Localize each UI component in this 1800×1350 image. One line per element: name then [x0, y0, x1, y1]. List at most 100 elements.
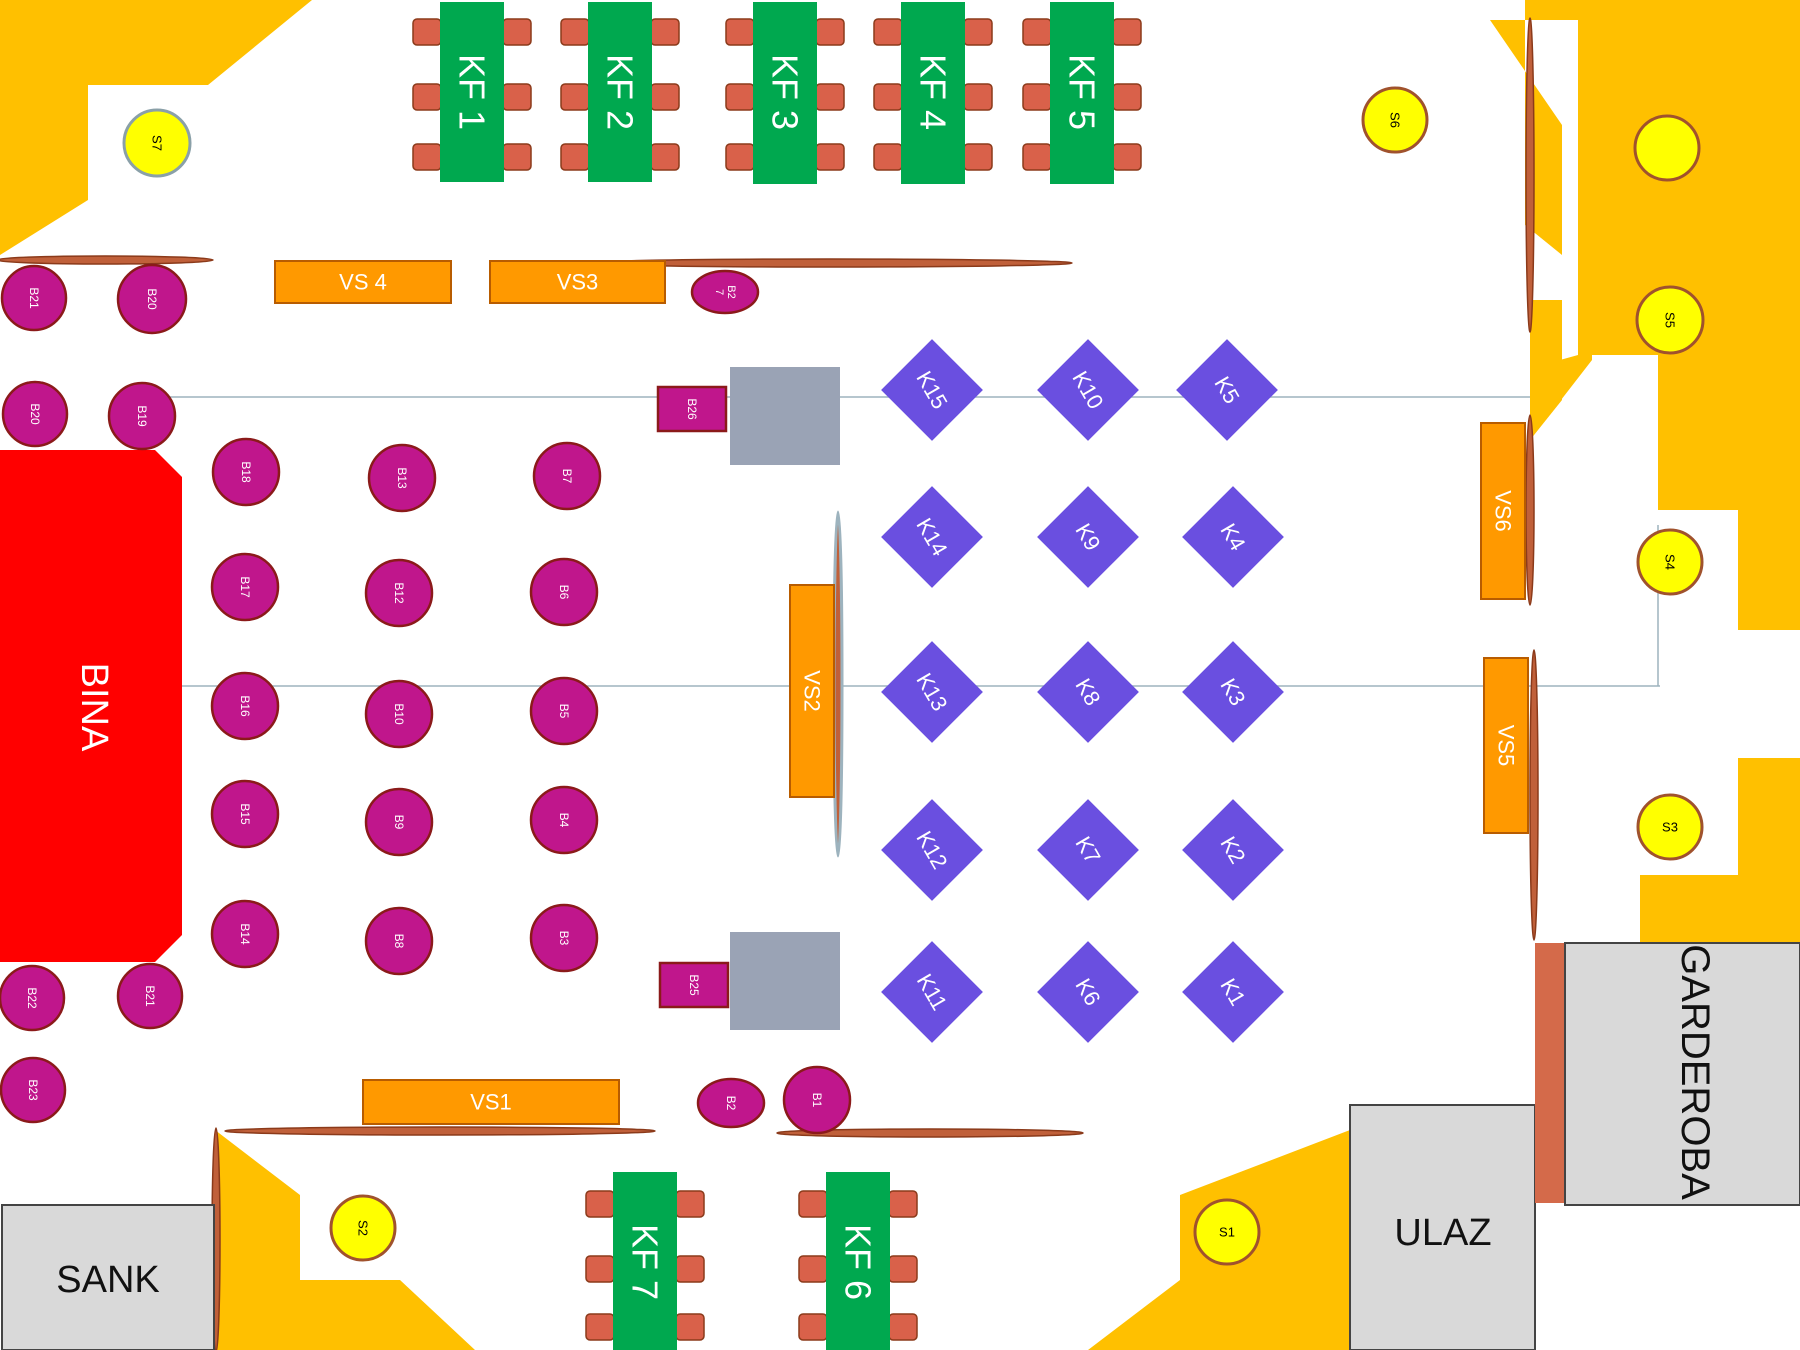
kf-table[interactable]	[753, 2, 817, 184]
bar-table[interactable]	[116, 263, 188, 335]
chair	[1022, 143, 1052, 171]
bar-table[interactable]	[0, 964, 66, 1032]
kf-table[interactable]	[901, 2, 965, 184]
spot[interactable]	[1361, 86, 1429, 154]
bench-group: VS6	[1480, 422, 1526, 600]
bar-table[interactable]	[656, 385, 728, 433]
chair	[560, 83, 590, 111]
high-table[interactable]	[1037, 799, 1139, 901]
high-table[interactable]	[1037, 641, 1139, 743]
bench[interactable]	[489, 260, 666, 304]
rails	[0, 17, 1539, 1350]
bar-table[interactable]	[1, 380, 69, 448]
bar-table-group: B17	[210, 552, 280, 622]
kf-table-group: KF 1	[412, 2, 532, 182]
bench-label: VS5	[1494, 725, 1519, 767]
high-table[interactable]	[1182, 486, 1284, 588]
bar-table-label: B20	[145, 288, 159, 310]
bench-label: VS 4	[339, 270, 387, 295]
bar-table-group: B21	[116, 962, 184, 1030]
bar-table-label: B18	[239, 461, 253, 483]
bench[interactable]	[1480, 422, 1526, 600]
bar-table[interactable]	[696, 1077, 766, 1129]
bar-table-group: B5	[529, 676, 599, 746]
bar-table-group: B15	[210, 779, 280, 849]
bar-table[interactable]	[529, 557, 599, 627]
bar-table-label: B16	[238, 695, 252, 717]
bar-table-label: B6	[557, 585, 571, 600]
high-table[interactable]	[1182, 941, 1284, 1043]
garderoba-room	[1564, 942, 1800, 1206]
kf-table-group: KF 5	[1022, 2, 1142, 184]
bar-table[interactable]	[210, 899, 280, 969]
bar-table[interactable]	[364, 906, 434, 976]
bar-table[interactable]	[364, 558, 434, 628]
bar-table[interactable]	[210, 671, 280, 741]
bar-table-label: B17	[238, 576, 252, 598]
bar-table[interactable]	[658, 961, 730, 1009]
spot[interactable]	[329, 1194, 397, 1262]
kf-table-label: KF 1	[452, 54, 493, 130]
bench[interactable]	[362, 1079, 620, 1125]
bar-table[interactable]	[107, 381, 177, 451]
bar-table[interactable]	[211, 437, 281, 507]
spot[interactable]	[1636, 793, 1704, 861]
chair	[585, 1190, 615, 1218]
bench-label: VS1	[470, 1090, 512, 1115]
chair	[412, 18, 442, 46]
bar-table[interactable]	[367, 443, 437, 513]
chair	[412, 143, 442, 171]
high-table[interactable]	[1037, 941, 1139, 1043]
bar-table[interactable]	[782, 1065, 852, 1135]
bar-table[interactable]	[210, 779, 280, 849]
bar-table[interactable]	[529, 903, 599, 973]
bar-table[interactable]	[529, 785, 599, 855]
high-table-group: K5	[1176, 339, 1278, 441]
spot[interactable]	[1636, 528, 1704, 596]
high-table[interactable]	[1176, 339, 1278, 441]
bar-table[interactable]	[532, 441, 602, 511]
spot-label: S7	[150, 135, 165, 151]
high-table[interactable]	[1037, 339, 1139, 441]
bar-table-label: B26	[685, 398, 699, 420]
bar-table[interactable]	[529, 676, 599, 746]
bench-group: VS3	[489, 260, 666, 304]
spot[interactable]	[122, 108, 192, 178]
ulaz-label: ULAZ	[1394, 1212, 1491, 1254]
high-table[interactable]	[1037, 486, 1139, 588]
bar-table[interactable]	[116, 962, 184, 1030]
spot[interactable]	[1635, 285, 1705, 355]
bar-table[interactable]	[690, 269, 760, 315]
sank-room	[1, 1204, 215, 1350]
garderoba-door	[1535, 943, 1565, 1203]
bar-table-group: B22	[0, 964, 66, 1032]
bar-table-label: B7	[560, 469, 574, 484]
bar-table-group: B4	[529, 785, 599, 855]
chair	[675, 1190, 705, 1218]
bench[interactable]	[789, 584, 835, 798]
bench[interactable]	[274, 260, 452, 304]
bar-table[interactable]	[364, 787, 434, 857]
spot[interactable]	[1193, 1198, 1261, 1266]
kf-table[interactable]	[613, 1172, 677, 1350]
bar-table[interactable]	[364, 679, 434, 749]
bar-table-label: B9	[392, 815, 406, 830]
kf-table[interactable]	[1050, 2, 1114, 184]
bar-table[interactable]	[210, 552, 280, 622]
spot[interactable]	[1633, 114, 1701, 182]
bar-table[interactable]	[0, 264, 68, 332]
kf-table[interactable]	[588, 2, 652, 182]
chair	[725, 18, 755, 46]
bench[interactable]	[1483, 657, 1529, 834]
high-table[interactable]	[1182, 641, 1284, 743]
side-rooms: SANK ULAZ GARDEROBA	[1, 942, 1800, 1350]
bar-table-group: B16	[210, 671, 280, 741]
chair	[963, 143, 993, 171]
kf-table[interactable]	[440, 2, 504, 182]
kf-table-group: KF 3	[725, 2, 845, 184]
chair	[502, 83, 532, 111]
high-table-group: K14	[881, 486, 983, 588]
high-table[interactable]	[1182, 799, 1284, 901]
bar-table[interactable]	[0, 1056, 67, 1124]
kf-table[interactable]	[826, 1172, 890, 1350]
